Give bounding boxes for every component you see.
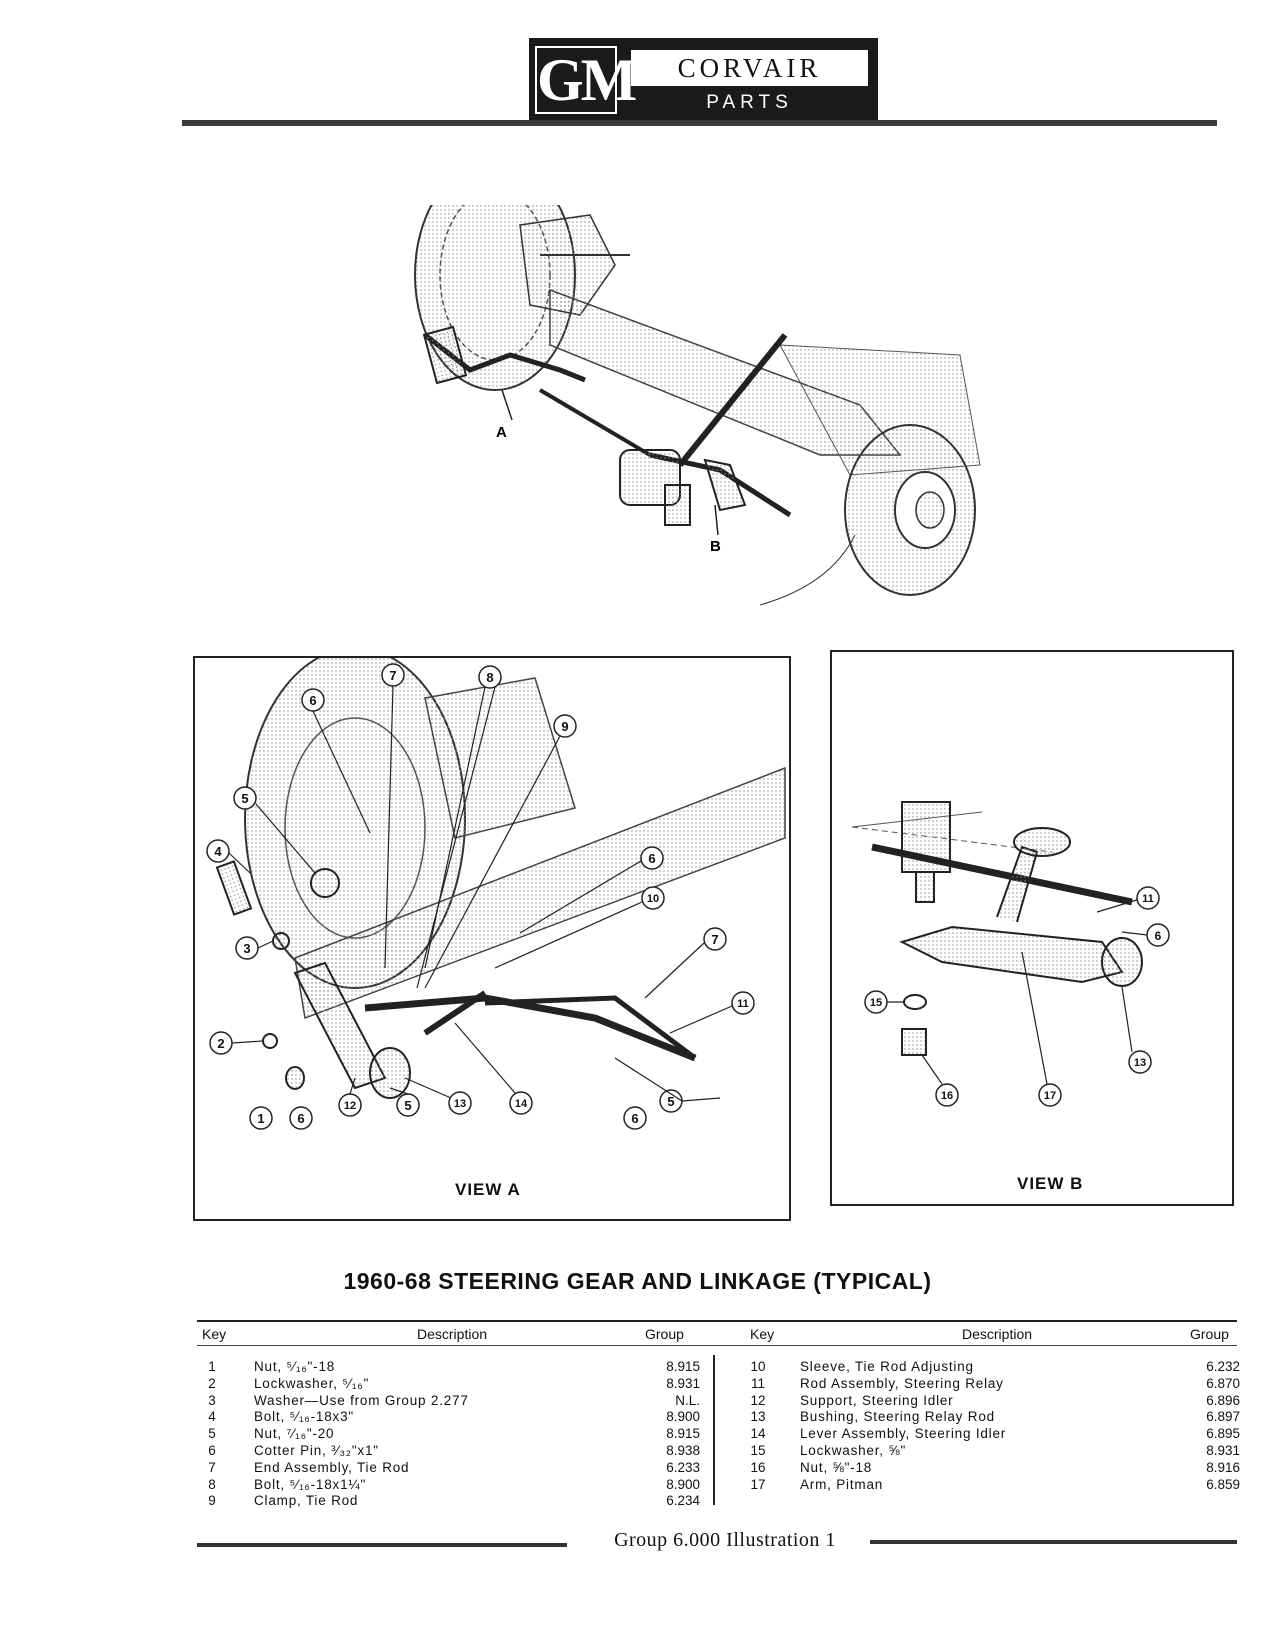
view-b-panel: 11 6 15 13 16 17 VIEW B bbox=[830, 650, 1234, 1206]
svg-text:12: 12 bbox=[344, 1100, 356, 1112]
callout-2: 2 bbox=[209, 1031, 233, 1055]
steering-assembly-illustration: A B bbox=[414, 205, 981, 606]
view-b-label: VIEW B bbox=[1017, 1174, 1084, 1193]
svg-text:5: 5 bbox=[667, 1094, 674, 1109]
svg-text:10: 10 bbox=[647, 893, 659, 905]
callout-5c: 5 bbox=[659, 1089, 683, 1113]
callout-6c: 6 bbox=[289, 1106, 313, 1130]
svg-text:2: 2 bbox=[217, 1036, 224, 1051]
view-a-panel: 4 5 6 7 8 9 3 6 10 7 11 2 1 6 12 5 13 14… bbox=[193, 656, 791, 1221]
callout-7: 7 bbox=[381, 663, 405, 687]
svg-text:1: 1 bbox=[257, 1111, 264, 1126]
svg-text:16: 16 bbox=[941, 1090, 953, 1102]
svg-text:11: 11 bbox=[737, 998, 749, 1010]
callout-6: 6 bbox=[301, 688, 325, 712]
callout-4: 4 bbox=[206, 839, 230, 863]
callout-5: 5 bbox=[233, 786, 257, 810]
table-top-rule bbox=[197, 1320, 1237, 1322]
footer-rule-left bbox=[197, 1543, 567, 1547]
svg-text:6: 6 bbox=[631, 1111, 638, 1126]
callout-12: 12 bbox=[338, 1093, 362, 1117]
table-column-divider bbox=[713, 1355, 715, 1505]
svg-text:15: 15 bbox=[870, 997, 882, 1009]
svg-text:4: 4 bbox=[214, 844, 222, 859]
callout-9: 9 bbox=[553, 714, 577, 738]
svg-text:6: 6 bbox=[648, 851, 655, 866]
header-description-left: Description bbox=[417, 1326, 488, 1342]
callout-5b: 5 bbox=[396, 1093, 420, 1117]
callout-b-13: 13 bbox=[1128, 1050, 1152, 1074]
svg-text:5: 5 bbox=[404, 1098, 411, 1113]
callout-b-6: 6 bbox=[1146, 923, 1170, 947]
header-group-left: Group bbox=[645, 1326, 684, 1342]
svg-text:3: 3 bbox=[243, 941, 250, 956]
footer-caption: Group 6.000 Illustration 1 bbox=[614, 1529, 836, 1551]
table-header-rule bbox=[197, 1345, 1237, 1346]
view-a-label: VIEW A bbox=[455, 1180, 521, 1199]
callout-b-17: 17 bbox=[1038, 1083, 1062, 1107]
svg-text:11: 11 bbox=[1142, 893, 1154, 905]
callout-b: B bbox=[710, 538, 721, 555]
header-description-right: Description bbox=[962, 1326, 1033, 1342]
callout-6b: 6 bbox=[640, 846, 664, 870]
svg-text:13: 13 bbox=[454, 1098, 466, 1110]
callout-b-16: 16 bbox=[935, 1083, 959, 1107]
page-title: 1960-68 STEERING GEAR AND LINKAGE (TYPIC… bbox=[343, 1268, 932, 1294]
svg-text:14: 14 bbox=[515, 1098, 528, 1110]
svg-text:8: 8 bbox=[486, 670, 493, 685]
svg-text:5: 5 bbox=[241, 791, 248, 806]
callout-8: 8 bbox=[478, 665, 502, 689]
header-key-left: Key bbox=[202, 1326, 227, 1342]
footer-rule-right bbox=[870, 1540, 1237, 1544]
view-b-drawing: 11 6 15 13 16 17 bbox=[851, 801, 1170, 1107]
svg-text:6: 6 bbox=[297, 1111, 304, 1126]
callout-10: 10 bbox=[641, 886, 665, 910]
callout-b-15: 15 bbox=[864, 990, 888, 1014]
header-group-right: Group bbox=[1190, 1326, 1229, 1342]
svg-text:6: 6 bbox=[1155, 929, 1162, 943]
view-a-drawing: 4 5 6 7 8 9 3 6 10 7 11 2 1 6 12 5 13 14… bbox=[206, 658, 786, 1130]
svg-text:7: 7 bbox=[389, 668, 396, 683]
callout-a: A bbox=[496, 424, 507, 441]
svg-text:17: 17 bbox=[1044, 1090, 1056, 1102]
callout-3: 3 bbox=[235, 936, 259, 960]
svg-text:9: 9 bbox=[561, 719, 568, 734]
callout-1: 1 bbox=[249, 1106, 273, 1130]
header-key-right: Key bbox=[750, 1326, 775, 1342]
callout-7b: 7 bbox=[703, 927, 727, 951]
header-subtitle: PARTS CATALOGUE bbox=[669, 92, 830, 139]
callout-6d: 6 bbox=[623, 1106, 647, 1130]
header-title: CORVAIR bbox=[631, 50, 868, 86]
callout-11: 11 bbox=[731, 991, 755, 1015]
callout-13: 13 bbox=[448, 1091, 472, 1115]
callout-b-11: 11 bbox=[1136, 886, 1160, 910]
gm-logo: GM bbox=[535, 46, 637, 114]
header-rule bbox=[182, 120, 1217, 126]
svg-text:13: 13 bbox=[1134, 1057, 1146, 1069]
svg-text:6: 6 bbox=[309, 693, 316, 708]
callout-14: 14 bbox=[509, 1091, 533, 1115]
catalogue-header-logo: GM CORVAIR PARTS CATALOGUE bbox=[529, 38, 878, 139]
svg-text:7: 7 bbox=[711, 932, 718, 947]
